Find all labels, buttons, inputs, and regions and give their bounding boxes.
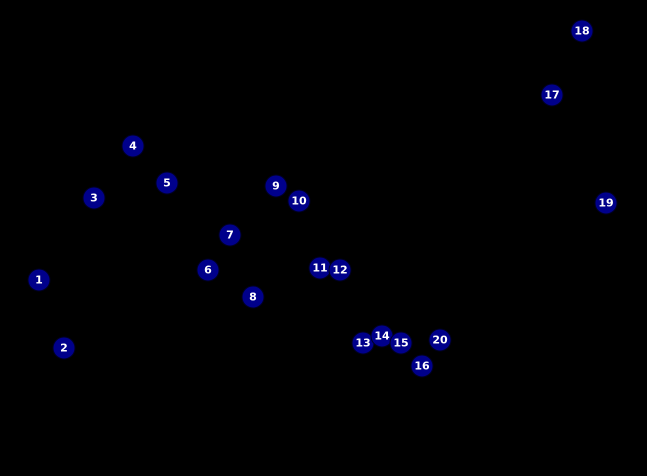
numbered-marker-9[interactable]: 9 bbox=[264, 174, 288, 198]
numbered-marker-4[interactable]: 4 bbox=[121, 134, 145, 158]
numbered-marker-19[interactable]: 19 bbox=[594, 191, 618, 215]
numbered-marker-2[interactable]: 2 bbox=[52, 336, 76, 360]
numbered-marker-10[interactable]: 10 bbox=[287, 189, 311, 213]
numbered-marker-8[interactable]: 8 bbox=[241, 285, 265, 309]
numbered-marker-5[interactable]: 5 bbox=[155, 171, 179, 195]
numbered-marker-18[interactable]: 18 bbox=[570, 19, 594, 43]
numbered-marker-1[interactable]: 1 bbox=[27, 268, 51, 292]
numbered-marker-15[interactable]: 15 bbox=[389, 331, 413, 355]
numbered-marker-20[interactable]: 20 bbox=[428, 328, 452, 352]
numbered-marker-12[interactable]: 12 bbox=[328, 258, 352, 282]
numbered-marker-17[interactable]: 17 bbox=[540, 83, 564, 107]
numbered-marker-7[interactable]: 7 bbox=[218, 223, 242, 247]
numbered-marker-3[interactable]: 3 bbox=[82, 186, 106, 210]
numbered-marker-16[interactable]: 16 bbox=[410, 354, 434, 378]
numbered-marker-6[interactable]: 6 bbox=[196, 258, 220, 282]
